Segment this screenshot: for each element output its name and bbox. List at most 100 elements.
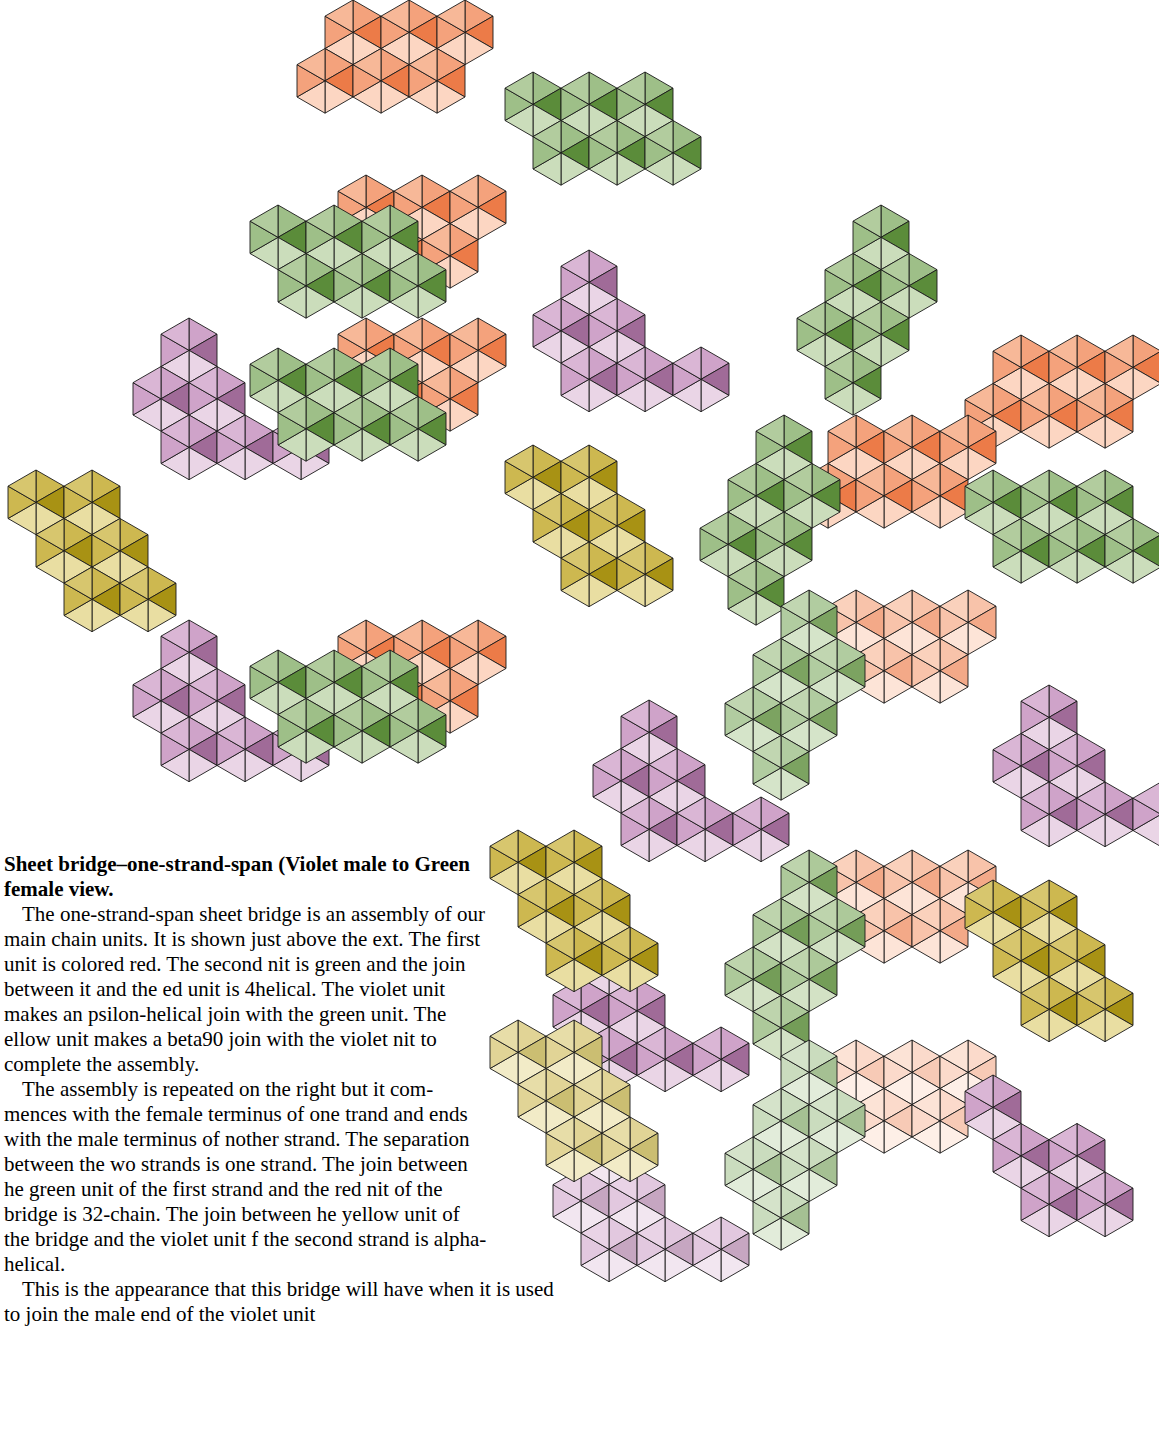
unit-facet — [965, 880, 993, 912]
unit-facet — [665, 1059, 693, 1091]
unit-facet — [1077, 782, 1105, 814]
unit-facet — [1021, 880, 1049, 912]
unit-facet — [278, 698, 306, 730]
unit-facet — [574, 959, 602, 991]
unit-facet — [450, 256, 478, 288]
unit-facet — [589, 120, 617, 152]
unit-facet — [518, 1068, 546, 1100]
unit-facet — [884, 1040, 912, 1072]
unit-facet — [912, 1088, 940, 1120]
unit-facet — [8, 470, 36, 502]
unit-facet — [189, 749, 217, 781]
unit-facet — [362, 205, 390, 237]
unit-facet — [574, 1149, 602, 1181]
unit-facet — [1133, 367, 1159, 399]
unit-facet — [700, 512, 728, 544]
unit-facet — [753, 1088, 781, 1120]
unit-facet — [940, 590, 968, 622]
unit-facet — [940, 496, 968, 528]
unit-facet — [1105, 814, 1133, 846]
unit-facet — [781, 850, 809, 882]
unit-facet — [965, 470, 993, 502]
unit-facet — [338, 318, 366, 350]
unit-facet — [940, 931, 968, 963]
unit-facet — [1077, 551, 1105, 583]
unit-facet — [637, 1217, 665, 1249]
unit-facet — [362, 286, 390, 318]
unit-facet — [450, 701, 478, 733]
unit-facet — [189, 366, 217, 398]
unit-facet — [1077, 1172, 1105, 1204]
unit-facet — [465, 32, 493, 64]
unit-facet — [450, 175, 478, 207]
unit-facet — [306, 348, 334, 380]
unit-facet — [884, 590, 912, 622]
unit-facet — [761, 829, 789, 861]
unit-facet — [161, 717, 189, 749]
unit-facet — [909, 286, 937, 318]
unit-facet — [756, 415, 784, 447]
unit-facet — [940, 671, 968, 703]
unit-facet — [217, 717, 245, 749]
unit-facet — [394, 175, 422, 207]
unit-facet — [965, 1075, 993, 1107]
unit-facet — [837, 931, 865, 963]
unit-facet — [589, 298, 617, 330]
unit-facet — [561, 250, 589, 282]
unit-facet — [630, 959, 658, 991]
unit-facet — [422, 223, 450, 255]
unit-facet — [561, 72, 589, 104]
unit-facet — [837, 1121, 865, 1153]
unit-facet — [36, 518, 64, 550]
unit-facet — [334, 698, 362, 730]
unit-facet — [217, 415, 245, 447]
unit-facet — [92, 518, 120, 550]
unit-facet — [645, 379, 673, 411]
unit-facet — [1105, 518, 1133, 550]
unit-facet — [362, 650, 390, 682]
unit-facet — [701, 379, 729, 411]
caption-paragraph: The one-strand-span sheet bridge is an a… — [4, 902, 488, 1077]
unit-facet — [665, 1249, 693, 1281]
unit-facet — [189, 447, 217, 479]
unit-facet — [1049, 335, 1077, 367]
unit-facet — [617, 153, 645, 185]
unit-facet — [756, 593, 784, 625]
unit-facet — [809, 979, 837, 1011]
unit-facet — [968, 622, 996, 654]
unit-facet — [422, 366, 450, 398]
unit-facet — [940, 1040, 968, 1072]
unit-facet — [92, 599, 120, 631]
unit-facet — [245, 447, 273, 479]
unit-facet — [1077, 977, 1105, 1009]
unit-facet — [362, 429, 390, 461]
unit-facet — [1049, 1123, 1077, 1155]
unit-facet — [884, 671, 912, 703]
unit-facet — [325, 0, 353, 32]
unit-facet — [781, 1040, 809, 1072]
unit-facet — [478, 350, 506, 382]
unit-facet — [1049, 1204, 1077, 1236]
unit-facet — [602, 1117, 630, 1149]
unit-facet — [828, 415, 856, 447]
unit-facet — [940, 850, 968, 882]
unit-facet — [812, 496, 840, 528]
unit-facet — [884, 931, 912, 963]
unit-facet — [574, 878, 602, 910]
unit-facet — [645, 574, 673, 606]
unit-facet — [394, 620, 422, 652]
unit-facet — [637, 1027, 665, 1059]
unit-facet — [993, 518, 1021, 550]
unit-facet — [593, 748, 621, 780]
unit-facet — [1105, 1009, 1133, 1041]
unit-facet — [450, 399, 478, 431]
unit-facet — [390, 698, 418, 730]
unit-facet — [1077, 470, 1105, 502]
unit-facet — [437, 81, 465, 113]
unit-facet — [133, 366, 161, 398]
unit-facet — [409, 48, 437, 80]
unit-facet — [1021, 782, 1049, 814]
unit-facet — [728, 463, 756, 495]
unit-facet — [1133, 782, 1159, 814]
unit-facet — [1049, 416, 1077, 448]
